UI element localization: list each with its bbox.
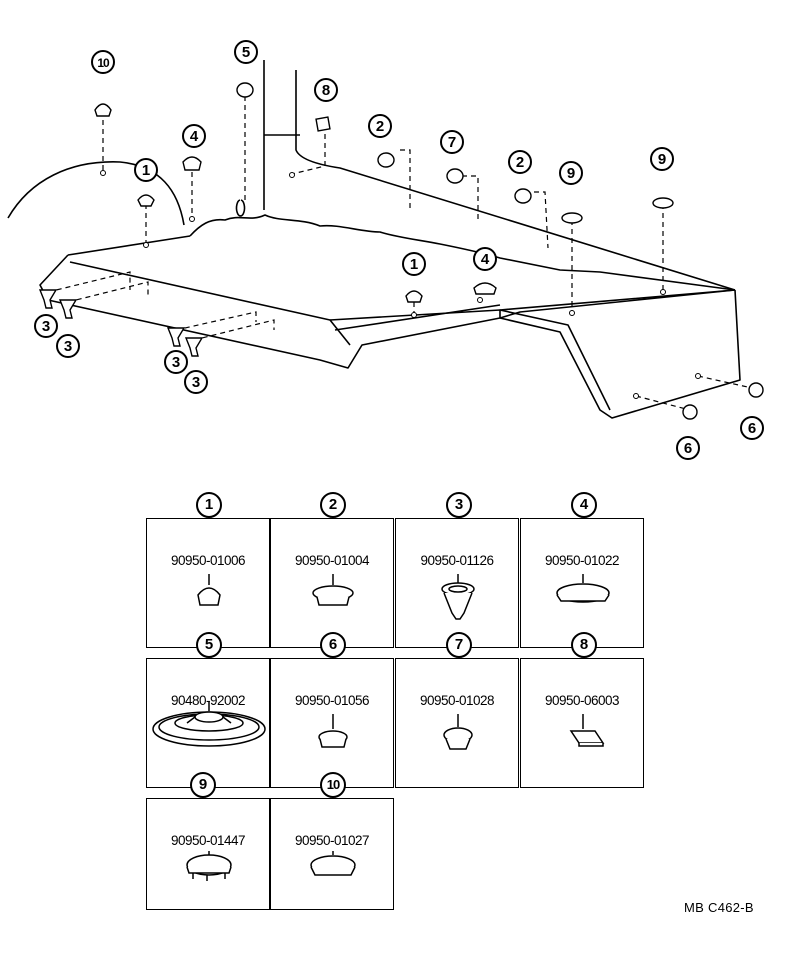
ref-header-8: 8 (571, 632, 597, 658)
ref-header-5: 5 (196, 632, 222, 658)
part-cell-3: 90950-01126 (395, 518, 519, 648)
svg-text:10: 10 (97, 56, 110, 70)
part-cell-10: 90950-01027 (270, 798, 394, 910)
callout-3: 3 (34, 314, 58, 338)
plug-5-glyph (236, 82, 254, 98)
svg-text:9: 9 (567, 165, 575, 182)
plug-1-glyph (137, 194, 155, 207)
callout-3: 3 (164, 350, 188, 374)
drawing-code: MB C462-B (684, 900, 754, 915)
svg-text:3: 3 (192, 374, 200, 391)
callout-2: 2 (508, 150, 532, 174)
clip-3c-glyph (166, 327, 186, 347)
plug-icon (318, 714, 348, 748)
part-number: 90950-01004 (294, 553, 370, 568)
grommet-icon (152, 701, 266, 747)
callout-3: 3 (184, 370, 208, 394)
svg-text:6: 6 (748, 420, 756, 437)
ref-header-4: 4 (571, 492, 597, 518)
part-number: 90950-01126 (420, 553, 494, 568)
ref-header-2: 2 (320, 492, 346, 518)
part-cell-5: 90480-92002 (146, 658, 270, 788)
plug-9b-glyph (652, 197, 674, 209)
callout-2: 2 (368, 114, 392, 138)
part-cell-8: 90950-06003 (520, 658, 644, 788)
callout-4: 4 (182, 124, 206, 148)
plug-2-glyph (377, 152, 395, 168)
plug-2b-glyph (514, 188, 532, 204)
clip-3d-glyph (184, 337, 204, 357)
svg-text:2: 2 (516, 154, 524, 171)
plug-4-glyph (182, 156, 202, 171)
ref-header-3: 3 (446, 492, 472, 518)
svg-text:3: 3 (42, 318, 50, 335)
part-cell-1: 90950-01006 (146, 518, 270, 648)
cap-icon (310, 851, 356, 876)
ref-header-1: 1 (196, 492, 222, 518)
plug-6-glyph (682, 404, 698, 420)
plug-10-glyph (94, 103, 112, 117)
plug-icon (312, 574, 354, 606)
plug-4b-glyph (473, 282, 497, 295)
part-number: 90950-01447 (170, 833, 246, 848)
svg-text:3: 3 (64, 338, 72, 355)
plug-8-glyph (315, 116, 331, 132)
plug-9-glyph (561, 212, 583, 224)
plug-icon (443, 714, 473, 750)
part-cell-7: 90950-01028 (395, 658, 519, 788)
wheel-arch (7, 161, 185, 226)
part-number: 90950-01056 (294, 693, 370, 708)
clip-icon (441, 574, 475, 620)
plug-icon (197, 574, 221, 606)
svg-text:1: 1 (410, 256, 418, 273)
part-number: 90480-92002 (170, 693, 246, 708)
svg-text:4: 4 (481, 251, 490, 268)
part-cell-6: 90950-01056 (270, 658, 394, 788)
svg-text:6: 6 (684, 440, 692, 457)
callout-6: 6 (740, 416, 764, 440)
ref-header-7: 7 (446, 632, 472, 658)
part-number: 90950-01027 (294, 833, 370, 848)
svg-text:1: 1 (142, 162, 150, 179)
ref-header-9: 9 (190, 772, 216, 798)
callout-3: 3 (56, 334, 80, 358)
callout-8: 8 (314, 78, 338, 102)
plug-7-glyph (446, 168, 464, 184)
svg-text:4: 4 (190, 128, 199, 145)
callout-9: 9 (650, 147, 674, 171)
plug-1b-glyph (405, 290, 423, 303)
part-number: 90950-01006 (170, 553, 246, 568)
svg-text:9: 9 (658, 151, 666, 168)
part-number: 90950-06003 (544, 693, 620, 708)
callout-4: 4 (473, 247, 497, 271)
part-cell-9: 90950-01447 (146, 798, 270, 910)
part-number: 90950-01028 (419, 693, 495, 708)
svg-text:3: 3 (172, 354, 180, 371)
clip-3b-glyph (58, 299, 78, 319)
part-cell-2: 90950-01004 (270, 518, 394, 648)
ref-header-6: 6 (320, 632, 346, 658)
callout-1: 1 (134, 158, 158, 182)
rear-panel-edge (189, 214, 736, 291)
callout-10: 10 (91, 50, 115, 74)
callout-6: 6 (676, 436, 700, 460)
part-number: 90950-01022 (544, 553, 620, 568)
callout-5: 5 (234, 40, 258, 64)
svg-text:8: 8 (322, 82, 330, 99)
part-cell-4: 90950-01022 (520, 518, 644, 648)
ref-header-10: 10 (320, 772, 346, 798)
plug-6b-glyph (748, 382, 764, 398)
callout-1: 1 (402, 252, 426, 276)
svg-text:5: 5 (242, 44, 250, 61)
callout-9: 9 (559, 161, 583, 185)
cap-icon (556, 574, 610, 603)
pad-icon (569, 714, 605, 747)
svg-text:2: 2 (376, 118, 384, 135)
callout-7: 7 (440, 130, 464, 154)
svg-text:7: 7 (448, 134, 456, 151)
cap-icon (186, 851, 232, 881)
clip-3-glyph (38, 289, 58, 309)
